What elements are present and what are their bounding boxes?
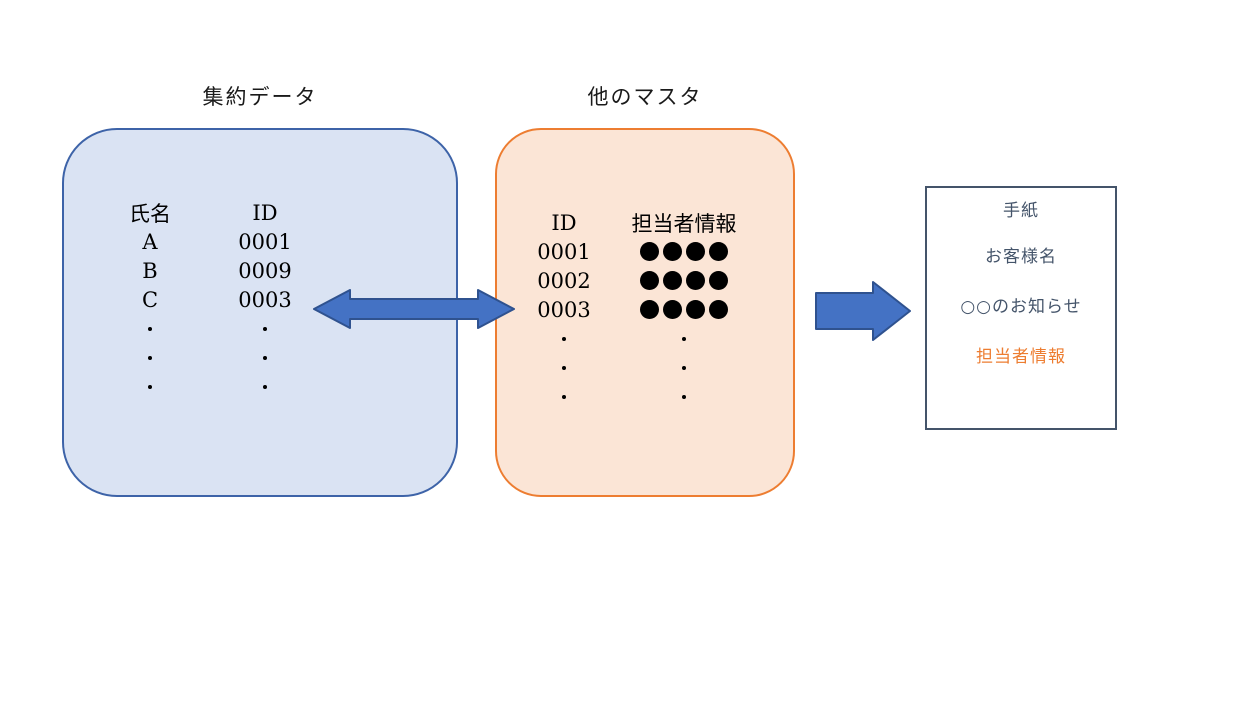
column-header-name: 氏名: [129, 201, 171, 226]
ellipsis-row: [195, 314, 335, 343]
ellipsis-dot: [562, 365, 566, 370]
masked-info-dot: [709, 271, 728, 290]
table-cell-name: C: [141, 287, 159, 312]
table-cell-name: B: [142, 258, 158, 283]
column-header-id: ID: [252, 200, 278, 225]
ellipsis-dot: [682, 365, 686, 370]
column-header-id: ID: [551, 210, 577, 235]
ellipsis-row: [518, 353, 610, 382]
output-right-arrow-icon: [815, 281, 911, 341]
table-cell-id: 0002: [537, 268, 591, 293]
ellipsis-dot: [263, 326, 267, 331]
other-master-table: ID 担当者情報 0001 0002 0003: [518, 208, 758, 411]
letter-staff-info-line: 担当者情報: [976, 347, 1066, 367]
masked-info-dot: [709, 300, 728, 319]
ellipsis-row: [518, 382, 610, 411]
column-header-staff-info: 担当者情報: [631, 211, 737, 236]
output-right-arrow-shape: [815, 281, 911, 341]
ellipsis-row: [518, 324, 610, 353]
table-cell-name: A: [142, 229, 158, 254]
masked-info-dot: [663, 271, 682, 290]
aggregated-data-title: 集約データ: [202, 85, 318, 109]
table-cell-id: 0003: [537, 297, 591, 322]
ellipsis-row: [105, 314, 195, 343]
ellipsis-dot: [562, 394, 566, 399]
ellipsis-row: [610, 324, 758, 353]
masked-info-dot: [686, 242, 705, 261]
letter-title: 手紙: [1003, 201, 1039, 221]
sync-double-arrow-icon: [313, 289, 515, 329]
ellipsis-dot: [148, 355, 152, 360]
ellipsis-dot: [682, 336, 686, 341]
ellipsis-dot: [562, 336, 566, 341]
ellipsis-row: [105, 372, 195, 401]
masked-info-dot: [686, 271, 705, 290]
ellipsis-dot: [148, 326, 152, 331]
letter-customer-name-line: お客様名: [985, 247, 1057, 267]
ellipsis-row: [105, 343, 195, 372]
ellipsis-dot: [263, 355, 267, 360]
masked-info-row: [610, 237, 758, 266]
letter-notice-line: ○○のお知らせ: [960, 297, 1082, 317]
masked-info-dot: [640, 242, 659, 261]
table-cell-id: 0001: [238, 229, 292, 254]
ellipsis-row: [195, 372, 335, 401]
masked-info-dot: [709, 242, 728, 261]
other-master-title: 他のマスタ: [587, 85, 703, 109]
ellipsis-dot: [263, 384, 267, 389]
masked-info-row: [610, 295, 758, 324]
masked-info-dot: [663, 242, 682, 261]
masked-info-dot: [686, 300, 705, 319]
ellipsis-dot: [148, 384, 152, 389]
letter-box: 手紙 お客様名 ○○のお知らせ 担当者情報: [925, 186, 1117, 430]
masked-info-dot: [640, 300, 659, 319]
masked-info-dot: [640, 271, 659, 290]
masked-info-dot: [663, 300, 682, 319]
table-cell-id: 0003: [238, 287, 292, 312]
masked-info-row: [610, 266, 758, 295]
sync-double-arrow-shape: [313, 289, 515, 329]
aggregated-data-table: 氏名 ID A 0001 B 0009 C 0003: [105, 198, 335, 401]
ellipsis-row: [195, 343, 335, 372]
ellipsis-row: [610, 382, 758, 411]
table-cell-id: 0001: [537, 239, 591, 264]
table-cell-id: 0009: [238, 258, 292, 283]
ellipsis-row: [610, 353, 758, 382]
ellipsis-dot: [682, 394, 686, 399]
